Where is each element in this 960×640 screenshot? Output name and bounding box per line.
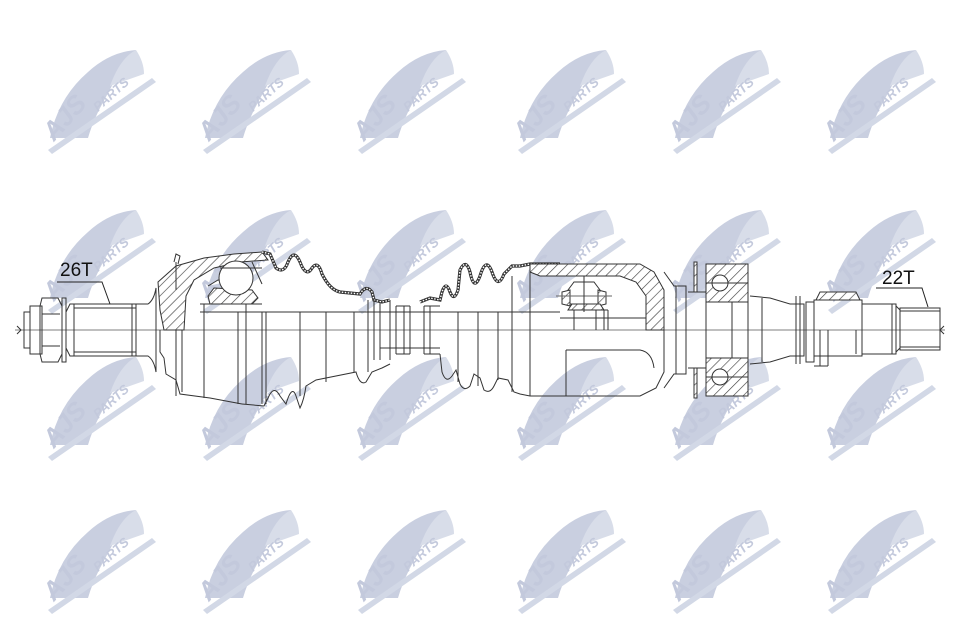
logo-swoosh-icon <box>520 50 606 138</box>
ajs-parts-watermark: AJS PARTS <box>510 28 640 158</box>
inner-tripod-joint <box>529 263 687 397</box>
outer-cv-joint <box>157 251 380 405</box>
ajs-parts-watermark: AJS PARTS <box>40 28 170 158</box>
logo-swoosh-icon <box>205 50 291 138</box>
inner-boot <box>419 262 560 397</box>
ajs-parts-watermark: AJS PARTS <box>510 488 640 618</box>
ajs-parts-watermark: AJS PARTS <box>40 488 170 618</box>
logo-swoosh-icon <box>50 357 136 445</box>
logo-swoosh-icon <box>360 357 446 445</box>
right-stub <box>749 291 945 367</box>
spline-count-left: 26T <box>60 260 93 281</box>
logo-swoosh-icon <box>520 510 606 598</box>
ajs-parts-watermark: AJS PARTS <box>820 335 950 465</box>
ajs-parts-watermark: AJS PARTS <box>350 335 480 465</box>
ajs-parts-watermark: AJS PARTS <box>350 28 480 158</box>
logo-swoosh-icon <box>360 50 446 138</box>
ajs-parts-watermark: AJS PARTS <box>350 188 480 318</box>
leader-22t <box>876 287 929 308</box>
ajs-parts-watermark: AJS PARTS <box>510 335 640 465</box>
logo-swoosh-icon <box>360 510 446 598</box>
logo-swoosh-icon <box>675 510 761 598</box>
ajs-parts-watermark: AJS PARTS <box>820 28 950 158</box>
left-stub <box>16 287 157 373</box>
outer-boot <box>241 250 391 410</box>
logo-swoosh-icon <box>50 50 136 138</box>
logo-swoosh-icon <box>675 50 761 138</box>
ajs-parts-watermark: AJS PARTS <box>195 28 325 158</box>
ajs-parts-watermark: AJS PARTS <box>820 488 950 618</box>
spline-count-right: 22T <box>882 268 915 289</box>
intermediate-shaft <box>380 300 440 360</box>
ajs-parts-watermark: AJS PARTS <box>665 28 795 158</box>
ajs-parts-watermark: AJS PARTS <box>665 488 795 618</box>
logo-swoosh-icon <box>830 357 916 445</box>
support-bearing <box>688 261 749 399</box>
logo-swoosh-icon <box>830 210 916 298</box>
ajs-parts-watermark: AJS PARTS <box>195 488 325 618</box>
ajs-parts-watermark: AJS PARTS <box>350 488 480 618</box>
logo-swoosh-icon <box>830 510 916 598</box>
logo-swoosh-icon <box>360 210 446 298</box>
logo-swoosh-icon <box>205 510 291 598</box>
logo-swoosh-icon <box>520 357 606 445</box>
logo-swoosh-icon <box>50 510 136 598</box>
ajs-parts-watermark: AJS PARTS <box>40 335 170 465</box>
logo-swoosh-icon <box>205 357 291 445</box>
logo-swoosh-icon <box>830 50 916 138</box>
leader-26t <box>57 281 111 305</box>
logo-swoosh-icon <box>50 210 136 298</box>
ajs-parts-watermark: AJS PARTS <box>40 188 170 318</box>
